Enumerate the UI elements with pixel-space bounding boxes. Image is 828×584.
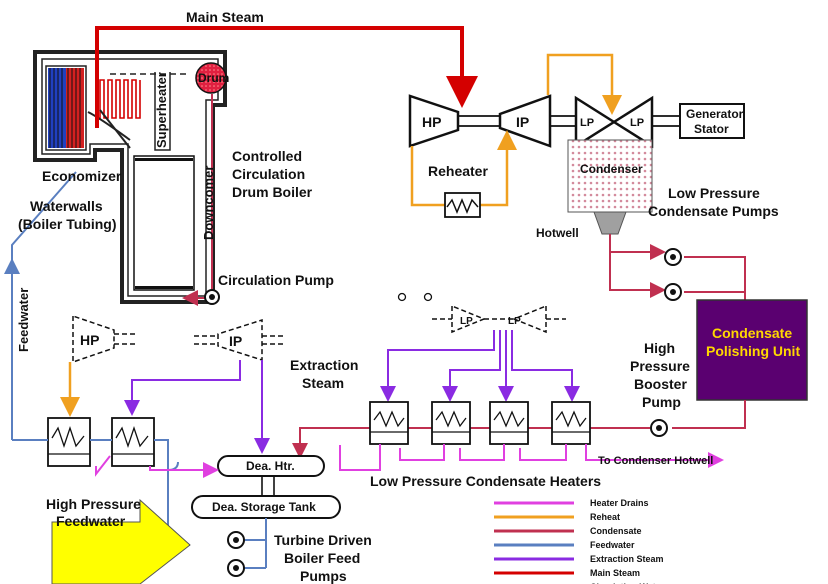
drum-label: Drum <box>198 71 229 85</box>
boiler <box>33 26 478 306</box>
boiler-feed-pump-1 <box>227 531 245 549</box>
legend-label: Circulating Water <box>590 582 665 584</box>
hp-turbine <box>408 94 460 148</box>
bfp-label-3: Pumps <box>300 568 347 584</box>
ip-turbine <box>498 94 552 148</box>
lp-label-right: LP <box>630 117 644 129</box>
reheater-label: Reheater <box>428 163 488 179</box>
generator-stator <box>679 103 745 139</box>
hp-dashed-label: HP <box>80 332 99 348</box>
lp-pumps-label-1: Low Pressure <box>668 185 760 201</box>
yellow-arrow <box>51 498 191 584</box>
legend-label: Feedwater <box>590 540 635 550</box>
booster-label-3: Booster <box>634 376 687 392</box>
ip-dashed-label: IP <box>229 333 242 349</box>
lp-extraction-turbines <box>432 304 566 334</box>
booster-label-4: Pump <box>642 394 681 410</box>
polishing-label-1: Condensate <box>712 325 792 341</box>
condenser <box>567 139 653 235</box>
booster-pump <box>650 419 668 437</box>
hp-heaters <box>47 417 155 467</box>
legend: Heater DrainsReheatCondensateFeedwaterEx… <box>494 498 665 584</box>
lp-pumps-label-2: Condensate Pumps <box>648 203 779 219</box>
economizer-tubes <box>45 65 87 151</box>
bfp-label-1: Turbine Driven <box>274 532 372 548</box>
hp-feed-label-1: High Pressure <box>46 496 141 512</box>
main-steam-line <box>95 26 478 128</box>
generator-label: Generator <box>686 107 744 121</box>
downcomer-label: Downcomer <box>201 166 216 240</box>
boiler-title-1: Controlled <box>232 148 302 164</box>
hp-feed-label-2: Feedwater <box>56 513 126 529</box>
condensate-polishing-unit <box>696 299 808 401</box>
stator-label: Stator <box>694 122 729 136</box>
booster-label-2: Pressure <box>630 358 690 374</box>
ip-label: IP <box>516 114 529 130</box>
lp-label-left: LP <box>580 117 594 129</box>
hp-extraction-turbine <box>72 314 136 364</box>
legend-label: Heater Drains <box>590 498 649 508</box>
boiler-tubing-label: (Boiler Tubing) <box>18 216 117 232</box>
polishing-label-2: Polishing Unit <box>706 343 800 359</box>
legend-label: Main Steam <box>590 568 640 578</box>
hp-label: HP <box>422 114 441 130</box>
boiler-title-2: Circulation <box>232 166 305 182</box>
lp-turb-label-1: LP <box>460 316 473 327</box>
booster-label-1: High <box>644 340 675 356</box>
lp-condensate-pump-2 <box>664 283 682 301</box>
boiler-title-3: Drum Boiler <box>232 184 313 200</box>
extraction-label-2: Steam <box>302 375 344 391</box>
circulation-pump-label: Circulation Pump <box>218 272 334 288</box>
main-steam-label: Main Steam <box>186 9 264 25</box>
hotwell-label: Hotwell <box>536 226 579 240</box>
lp-heaters-label: Low Pressure Condensate Heaters <box>370 473 601 489</box>
reheater <box>444 192 481 218</box>
feedwater-vertical-label: Feedwater <box>16 288 31 352</box>
lp-turb-label-2: LP <box>508 316 521 327</box>
bfp-label-2: Boiler Feed <box>284 550 360 566</box>
dea-htr-label: Dea. Htr. <box>246 459 295 473</box>
legend-label: Reheat <box>590 512 620 522</box>
to-hotwell-label: To Condenser Hotwell <box>598 455 713 467</box>
dea-tank-label: Dea. Storage Tank <box>212 500 316 514</box>
boiler-feed-pump-2 <box>227 559 245 577</box>
legend-label: Extraction Steam <box>590 554 664 564</box>
legend-label: Condensate <box>590 526 642 536</box>
lp-turbine <box>574 95 654 149</box>
lp-heaters <box>369 401 591 445</box>
circulation-pump <box>204 289 220 305</box>
condenser-label: Condenser <box>580 162 643 176</box>
economizer-label: Economizer <box>42 168 122 184</box>
extraction-label-1: Extraction <box>290 357 358 373</box>
waterwalls-label: Waterwalls <box>30 198 103 214</box>
drum <box>195 62 227 94</box>
waterwall-tubes <box>133 155 195 291</box>
lp-condensate-pump-1 <box>664 248 682 266</box>
superheater-label: Superheater <box>154 72 169 148</box>
